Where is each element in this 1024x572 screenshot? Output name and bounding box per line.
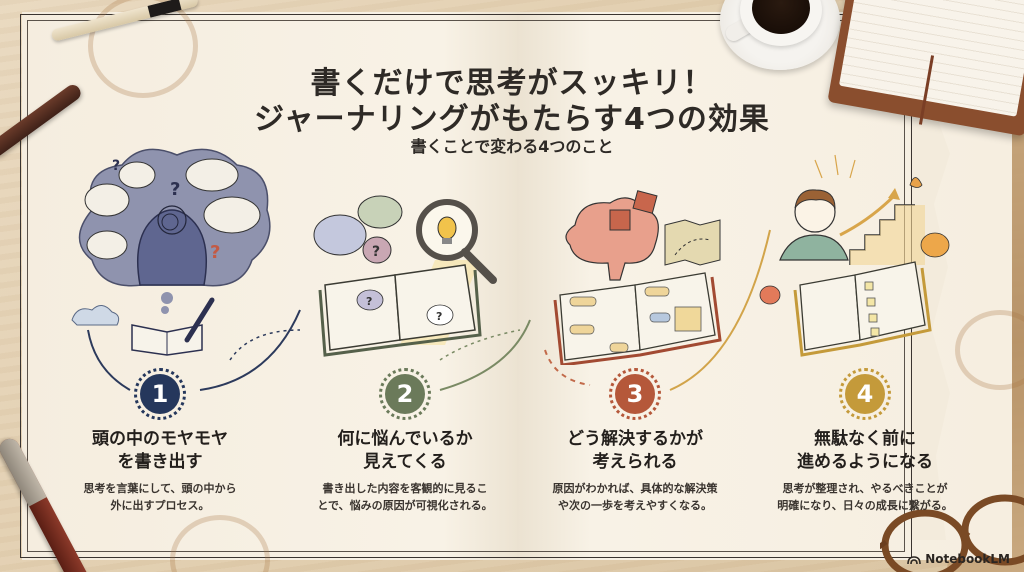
page-title-line2: ジャーナリングがもたらす4つの効果 [254,102,770,137]
notebooklm-logo-icon [907,556,921,565]
notebooklm-brand: NotebookLM [907,552,1010,566]
effect-step-3: 3 どう解決するかが 考えられる 原因がわかれば、具体的な解決策 や次の一歩を考… [520,368,750,514]
book-magnifier-illustration: ? ? ? [313,195,497,357]
step-description: 書き出した内容を客観的に見るこ とで、悩みの原因が可視化される。 [317,482,493,512]
step-number-badge: 1 [134,368,186,420]
effect-step-4: 4 無駄なく前に 進めるようになる 思考が整理され、やるべきことが 明確になり、… [750,368,980,514]
step-title: 無駄なく前に 進めるようになる [797,429,933,472]
svg-text:?: ? [210,242,220,263]
step-number-badge: 3 [609,368,661,420]
step-title: 何に悩んでいるか 見えてくる [337,429,473,472]
coffee-stain [88,0,198,98]
effect-step-1: 1 頭の中のモヤモヤ を書き出す 思考を言葉にして、頭の中から 外に出すプロセス… [45,368,275,514]
person-stairs-checklist-illustration [759,154,950,357]
puzzle-brain-map-illustration [553,190,722,365]
head-thought-cloud-illustration: ? ? ? [71,148,271,356]
svg-text:?: ? [366,295,372,308]
svg-text:?: ? [372,244,380,260]
eyeglasses-icon [880,494,1024,572]
svg-text:?: ? [170,179,180,200]
step-title: どう解決するかが 考えられる [567,429,703,472]
step-number-badge: 4 [839,368,891,420]
svg-text:?: ? [436,310,442,323]
step-description: 原因がわかれば、具体的な解決策 や次の一歩を考えやすくなる。 [552,482,718,512]
step-description: 思考が整理され、やるべきことが 明確になり、日々の成長に繋がる。 [777,482,953,512]
coffee-stain [955,310,1024,390]
svg-text:?: ? [112,158,120,174]
step-description: 思考を言葉にして、頭の中から 外に出すプロセス。 [83,482,237,512]
step-number-badge: 2 [379,368,431,420]
page-title-line1: 書くだけで思考がスッキリ！ [310,66,714,101]
page-subtitle: 書くことで変わる4つのこと [410,137,614,156]
effect-step-2: 2 何に悩んでいるか 見えてくる 書き出した内容を客観的に見るこ とで、悩みの原… [290,368,520,514]
step-title: 頭の中のモヤモヤ を書き出す [92,429,228,472]
